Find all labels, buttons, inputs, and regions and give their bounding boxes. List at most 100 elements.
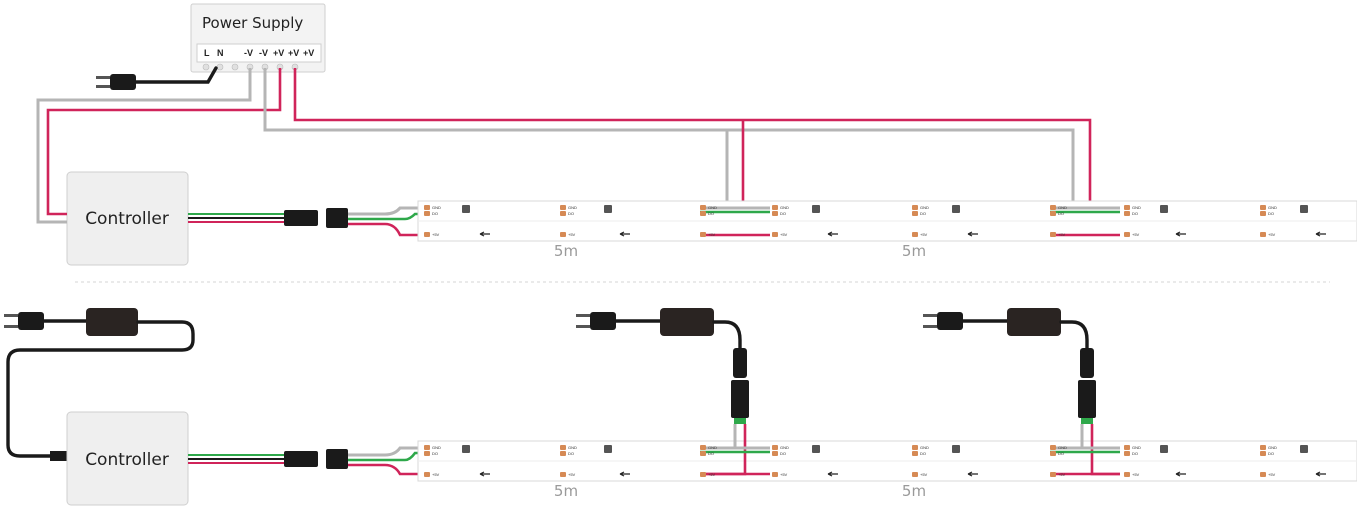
jst-connector-male [284, 210, 318, 226]
pad-label-do: DO [780, 211, 786, 216]
length-label-bottom-1: 5m [554, 482, 578, 500]
direction-arrow-icon [967, 471, 978, 477]
pad-label-5v: +5V [708, 232, 716, 237]
jst-connector-male [284, 451, 318, 467]
led-chip [952, 445, 960, 453]
pad-label-gnd: GND [708, 445, 717, 450]
pad-label-do: DO [1268, 211, 1274, 216]
pad-label-5v: +5V [1132, 472, 1140, 477]
pad-label-do: DO [920, 211, 926, 216]
direction-arrow-icon [619, 231, 630, 237]
pad-label-gnd: GND [1132, 445, 1141, 450]
pad-label-gnd: GND [780, 445, 789, 450]
pad-label-do: DO [708, 211, 714, 216]
terminal-pos-2: +V [288, 48, 299, 58]
pad-label-do: DO [708, 451, 714, 456]
led-strip-top [417, 200, 1357, 242]
controller-label-top: Controller [85, 209, 169, 229]
neg-injection-wire [263, 68, 1075, 208]
terminal-l: L [204, 48, 210, 58]
pad-label-do: DO [1058, 211, 1064, 216]
direction-arrow-icon [1315, 471, 1326, 477]
pad-label-gnd: GND [780, 205, 789, 210]
direction-arrow-icon [479, 471, 490, 477]
strip-pads-bottom: GNDDO+5VGNDDO+5VGNDDO+5VGNDDO+5VGNDDO+5V… [424, 445, 1326, 477]
pad-label-5v: +5V [920, 232, 928, 237]
direction-arrow-icon [1175, 471, 1186, 477]
pos-injection-wire [293, 68, 1092, 235]
jst-connector-female [326, 449, 348, 469]
jst-connector-female [326, 208, 348, 228]
pad-label-gnd: GND [1132, 205, 1141, 210]
controller-output-top [188, 206, 420, 237]
led-chip [952, 205, 960, 213]
pos-wire-to-controller [46, 68, 282, 216]
pad-label-gnd: GND [1058, 205, 1067, 210]
controller-label-bottom: Controller [85, 450, 169, 470]
pad-label-do: DO [920, 451, 926, 456]
ac-adapter-controller [4, 308, 195, 461]
dc-barrel-plug [733, 348, 747, 378]
led-chip [604, 205, 612, 213]
led-strip-bottom [417, 440, 1357, 482]
terminal-pos-1: +V [273, 48, 284, 58]
terminal-screws [202, 63, 299, 71]
pad-label-do: DO [780, 451, 786, 456]
pad-label-5v: +5V [568, 472, 576, 477]
pad-label-5v: +5V [1058, 232, 1066, 237]
pad-label-do: DO [432, 211, 438, 216]
led-chip [812, 445, 820, 453]
pad-label-gnd: GND [920, 205, 929, 210]
pad-label-do: DO [1132, 211, 1138, 216]
power-supply: Power Supply L N -V -V +V +V +V [190, 3, 326, 73]
terminal-neg-2: -V [259, 48, 268, 58]
pad-label-5v: +5V [780, 232, 788, 237]
terminal-neg-1: -V [244, 48, 253, 58]
direction-arrow-icon [827, 471, 838, 477]
led-chip [462, 205, 470, 213]
pad-label-5v: +5V [1058, 472, 1066, 477]
pad-label-5v: +5V [1268, 232, 1276, 237]
length-label-bottom-2: 5m [902, 482, 926, 500]
pad-label-gnd: GND [920, 445, 929, 450]
direction-arrow-icon [1175, 231, 1186, 237]
led-chip [1300, 445, 1308, 453]
direction-arrow-icon [967, 231, 978, 237]
pad-label-do: DO [1268, 451, 1274, 456]
pad-label-gnd: GND [568, 205, 577, 210]
pad-label-5v: +5V [568, 232, 576, 237]
pad-label-do: DO [568, 451, 574, 456]
pad-label-5v: +5V [920, 472, 928, 477]
led-chip [1300, 205, 1308, 213]
terminal-pos-3: +V [303, 48, 314, 58]
dc-barrel-plug [1080, 348, 1094, 378]
pad-label-do: DO [568, 211, 574, 216]
pad-label-gnd: GND [568, 445, 577, 450]
pad-label-gnd: GND [432, 445, 441, 450]
pad-label-gnd: GND [1268, 205, 1277, 210]
terminal-block [196, 43, 322, 63]
pad-label-gnd: GND [432, 205, 441, 210]
led-chip [1160, 445, 1168, 453]
dc-barrel-jack [1078, 380, 1096, 418]
ac-adapter-injection-1 [576, 308, 749, 476]
ac-plug-icon [96, 66, 218, 90]
pad-label-5v: +5V [432, 232, 440, 237]
pad-label-gnd: GND [1058, 445, 1067, 450]
led-chip [812, 205, 820, 213]
led-chip [462, 445, 470, 453]
